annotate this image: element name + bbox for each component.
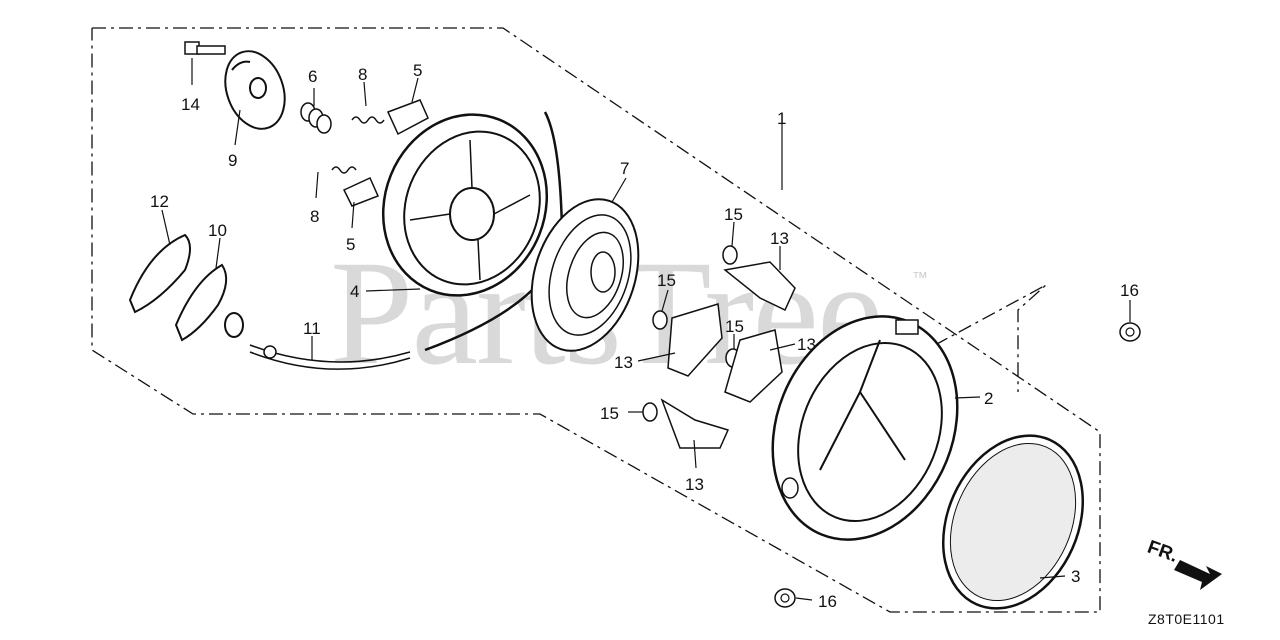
washer-part-b[interactable] <box>652 310 668 330</box>
callout-label[interactable]: 15 <box>600 404 619 423</box>
cover-bracket-part-b[interactable] <box>667 303 723 377</box>
callout-label[interactable]: 14 <box>181 95 200 114</box>
callout-label[interactable]: 5 <box>413 61 422 80</box>
callout-label[interactable]: 8 <box>358 65 367 84</box>
callout-label[interactable]: 13 <box>685 475 704 494</box>
callout-label[interactable]: 2 <box>984 389 993 408</box>
recoil-reel-part[interactable] <box>356 90 573 321</box>
handle-cover-part[interactable] <box>128 233 191 314</box>
callout-label[interactable]: 15 <box>725 317 744 336</box>
callout-label[interactable]: 15 <box>657 271 676 290</box>
callout-label[interactable]: 8 <box>310 207 319 226</box>
callout-label[interactable]: 7 <box>620 159 629 178</box>
callout-label[interactable]: 16 <box>1120 281 1139 300</box>
cover-bracket-part-d[interactable] <box>660 398 730 449</box>
pawl-spring-lower-part[interactable] <box>331 166 357 174</box>
callout-label[interactable]: 12 <box>150 192 169 211</box>
pawl-spring-upper-part[interactable] <box>351 116 385 124</box>
callout-label[interactable]: 4 <box>350 282 359 301</box>
bolt-part[interactable] <box>184 41 226 55</box>
callout-label[interactable]: 16 <box>818 592 837 611</box>
pawl-upper-part[interactable] <box>386 99 429 136</box>
leader-lines <box>161 58 1131 601</box>
flange-nut-part-a[interactable] <box>1119 322 1141 342</box>
starter-case-part[interactable] <box>740 288 989 567</box>
callout-label[interactable]: 9 <box>228 151 237 170</box>
assembly-boundary-inner <box>934 284 1047 392</box>
callout-label[interactable]: 13 <box>770 229 789 248</box>
washer-part-d[interactable] <box>642 402 658 422</box>
callout-label[interactable]: 13 <box>614 353 633 372</box>
assembly-boundary-outer <box>91 27 1101 613</box>
callout-label[interactable]: 3 <box>1071 567 1080 586</box>
front-arrow-icon <box>1174 560 1222 590</box>
ratchet-plate-part[interactable] <box>215 43 295 137</box>
callout-label[interactable]: 11 <box>303 319 321 338</box>
callout-label[interactable]: 13 <box>797 335 816 354</box>
friction-spring-part[interactable] <box>300 102 332 134</box>
diagram-code: Z8T0E1101 <box>1148 611 1225 627</box>
cover-bracket-part-a[interactable] <box>723 261 796 312</box>
starter-screen-part[interactable] <box>917 413 1109 630</box>
callout-label[interactable]: 6 <box>308 67 317 86</box>
starter-rope-part[interactable] <box>249 344 411 370</box>
callout-label[interactable]: 15 <box>724 205 743 224</box>
washer-part-a[interactable] <box>722 245 738 265</box>
callout-label[interactable]: 10 <box>208 221 227 240</box>
flange-nut-part-b[interactable] <box>774 588 796 608</box>
recoil-spring-part[interactable] <box>513 185 656 364</box>
cover-bracket-part-c[interactable] <box>724 329 783 403</box>
pawl-lower-part[interactable] <box>342 177 380 207</box>
callout-label[interactable]: 5 <box>346 235 355 254</box>
starter-grip-part[interactable] <box>174 263 244 342</box>
callout-labels: 1 2 3 4 5 5 6 7 8 8 9 10 11 12 13 13 13 … <box>150 61 1139 611</box>
callout-label[interactable]: 1 <box>777 109 786 128</box>
watermark-trademark: ™ <box>912 270 928 287</box>
